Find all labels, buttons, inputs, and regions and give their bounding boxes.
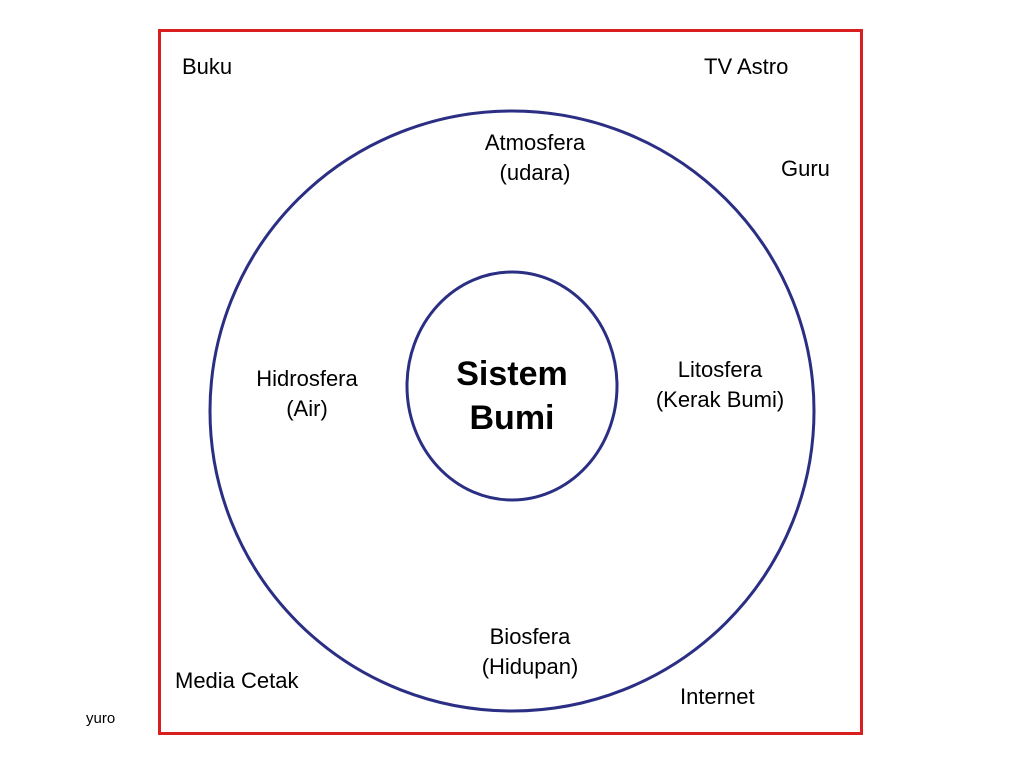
outer-frame <box>158 29 863 735</box>
core-title-line2: Bumi <box>469 399 555 437</box>
author-watermark: yuro <box>86 710 116 727</box>
sphere-atmosfera-desc: (udara) <box>499 160 571 185</box>
sphere-hidrosfera-desc: (Air) <box>286 396 328 421</box>
sphere-litosfera: Litosfera (Kerak Bumi) <box>656 355 784 415</box>
source-buku: Buku <box>182 54 233 79</box>
core-title: Sistem Bumi <box>456 352 568 440</box>
core-ring <box>405 270 619 502</box>
source-media-cetak: Media Cetak <box>175 668 299 693</box>
sphere-litosfera-desc: (Kerak Bumi) <box>655 387 785 412</box>
outer-sphere-ring <box>208 109 816 713</box>
sphere-hidrosfera: Hidrosfera (Air) <box>256 364 357 424</box>
sphere-atmosfera: Atmosfera (udara) <box>485 128 585 188</box>
sphere-biosfera-name: Biosfera <box>489 624 571 649</box>
sphere-biosfera: Biosfera (Hidupan) <box>482 622 579 682</box>
sphere-atmosfera-name: Atmosfera <box>484 130 586 155</box>
source-internet: Internet <box>680 684 755 709</box>
source-tv-astro: TV Astro <box>704 54 789 79</box>
sphere-litosfera-name: Litosfera <box>677 357 763 382</box>
sphere-hidrosfera-name: Hidrosfera <box>256 366 358 391</box>
source-guru: Guru <box>781 156 830 181</box>
sphere-biosfera-desc: (Hidupan) <box>481 654 579 679</box>
core-title-line1: Sistem <box>456 355 568 393</box>
